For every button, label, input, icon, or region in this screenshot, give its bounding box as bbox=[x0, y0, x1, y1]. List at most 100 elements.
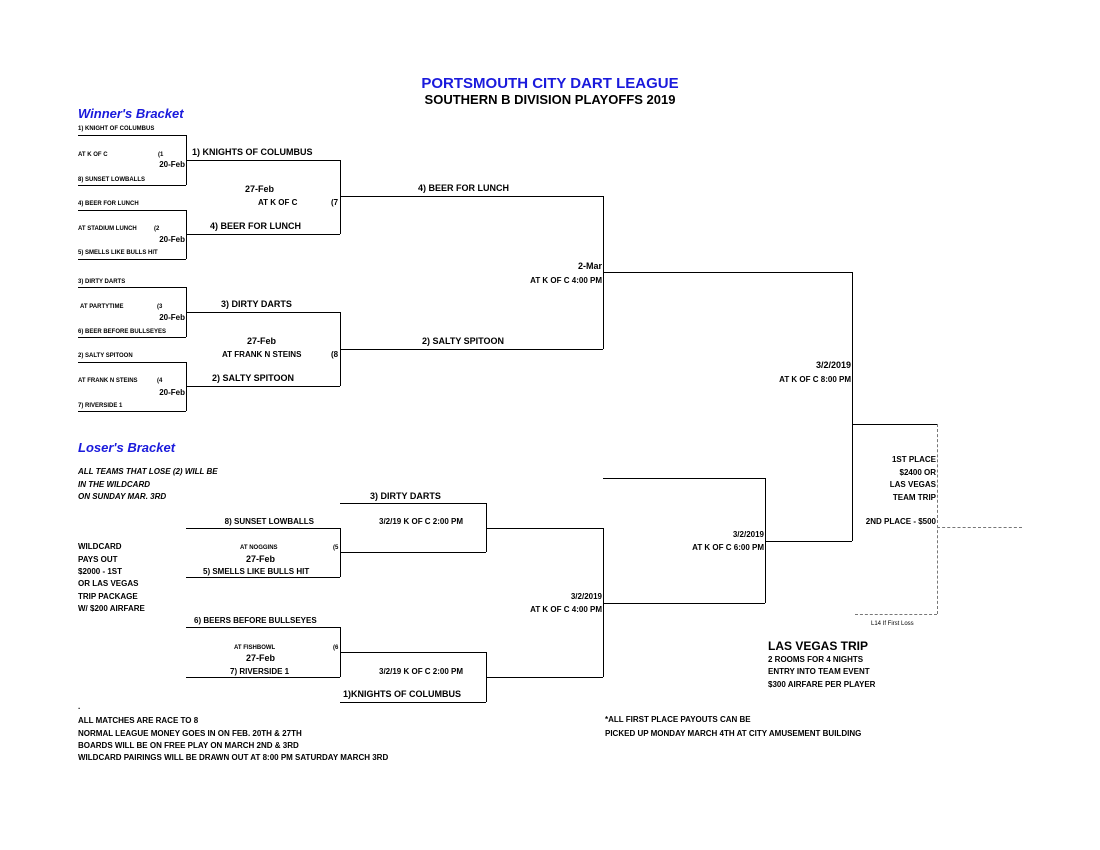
bracket-line bbox=[603, 478, 765, 479]
bracket-line bbox=[765, 541, 852, 542]
bracket-line bbox=[186, 528, 340, 529]
w-r2-m2-top: 3) DIRTY DARTS bbox=[221, 299, 292, 309]
footer-left-1: ALL MATCHES ARE RACE TO 8 bbox=[78, 716, 199, 725]
bracket-line bbox=[78, 362, 186, 363]
bracket-line bbox=[186, 627, 340, 628]
bracket-line bbox=[340, 552, 486, 553]
bracket-line bbox=[852, 424, 937, 425]
l-r1-m1-game: (5 bbox=[333, 545, 339, 551]
w-r1-m2-game: (2 bbox=[154, 226, 160, 232]
w-r1-m3-location: AT PARTYTIME bbox=[80, 304, 124, 310]
dashed-line bbox=[937, 527, 1022, 528]
first-place-line-3: LAS VEGAS bbox=[889, 480, 936, 489]
wildcard-line-2: PAYS OUT bbox=[78, 555, 118, 564]
bracket-line bbox=[78, 210, 186, 211]
footer-right-2: PICKED UP MONDAY MARCH 4TH AT CITY AMUSE… bbox=[605, 729, 862, 738]
l14-note: L14 If First Loss bbox=[871, 621, 914, 627]
bracket-line bbox=[186, 386, 340, 387]
bracket-line bbox=[340, 652, 486, 653]
w-r1-m3-top: 3) DIRTY DARTS bbox=[78, 279, 126, 285]
w-r2-m2-game: (8 bbox=[331, 350, 339, 359]
l-r2-m2-info: 3/2/19 K OF C 2:00 PM bbox=[379, 667, 464, 676]
footer-left-4: WILDCARD PAIRINGS WILL BE DRAWN OUT AT 8… bbox=[78, 753, 389, 762]
w-final-location: AT K OF C 8:00 PM bbox=[779, 375, 851, 384]
w-r1-m1-bottom: 8) SUNSET LOWBALLS bbox=[78, 177, 145, 183]
footer-dot: . bbox=[78, 702, 81, 711]
bracket-line bbox=[186, 234, 340, 235]
bracket-line bbox=[852, 272, 853, 541]
l-r1-m1-date: 27-Feb bbox=[246, 554, 276, 564]
wildcard-line-6: W/ $200 AIRFARE bbox=[78, 604, 145, 613]
bracket-line bbox=[603, 528, 604, 677]
wildcard-line-4: OR LAS VEGAS bbox=[78, 579, 139, 588]
w-r1-m4-date: 20-Feb bbox=[159, 388, 185, 397]
first-place-line-1: 1ST PLACE bbox=[891, 455, 936, 464]
bracket-line bbox=[486, 528, 603, 529]
bracket-line bbox=[340, 196, 603, 197]
l-r2-m1-info: 3/2/19 K OF C 2:00 PM bbox=[379, 517, 464, 526]
vegas-line-1: 2 ROOMS FOR 4 NIGHTS bbox=[768, 655, 864, 664]
losers-note-line-3: ON SUNDAY MAR. 3RD bbox=[78, 492, 167, 501]
wildcard-line-3: $2000 - 1ST bbox=[78, 567, 123, 576]
w-r3-bottom: 2) SALTY SPITOON bbox=[422, 336, 505, 346]
w-r1-m2-bottom: 5) SMELLS LIKE BULLS HIT bbox=[78, 250, 158, 256]
vegas-line-3: $300 AIRFARE PER PLAYER bbox=[768, 680, 876, 689]
losers-note-line-2: IN THE WILDCARD bbox=[78, 480, 150, 489]
wildcard-line-5: TRIP PACKAGE bbox=[78, 592, 138, 601]
w-r2-m1-date: 27-Feb bbox=[245, 184, 275, 194]
bracket-line bbox=[78, 135, 186, 136]
bracket-line bbox=[486, 677, 603, 678]
w-r2-m1-top: 1) KNIGHTS OF COLUMBUS bbox=[192, 147, 313, 157]
l-r1-m2-bottom: 7) RIVERSIDE 1 bbox=[230, 667, 290, 676]
bracket-line bbox=[340, 503, 486, 504]
w-r3-location: AT K OF C 4:00 PM bbox=[530, 276, 602, 285]
vegas-line-2: ENTRY INTO TEAM EVENT bbox=[768, 667, 870, 676]
w-r1-m1-top: 1) KNIGHT OF COLUMBUS bbox=[78, 126, 155, 132]
dashed-line bbox=[855, 614, 937, 615]
l-r1-m2-location: AT FISHBOWL bbox=[234, 645, 276, 651]
bracket-line bbox=[78, 411, 186, 412]
losers-note-line-1: ALL TEAMS THAT LOSE (2) WILL BE bbox=[78, 467, 218, 476]
w-r1-m4-game: (4 bbox=[157, 378, 163, 384]
footer-left-2: NORMAL LEAGUE MONEY GOES IN ON FEB. 20TH… bbox=[78, 729, 302, 738]
l-r1-m2-game: (6 bbox=[333, 645, 339, 651]
w-r3-date: 2-Mar bbox=[577, 261, 602, 271]
w-r1-m2-date: 20-Feb bbox=[159, 235, 185, 244]
first-place-line-2: $2400 OR bbox=[899, 468, 936, 477]
second-place-prize: 2ND PLACE - $500 bbox=[865, 517, 936, 526]
w-r1-m4-top: 2) SALTY SPITOON bbox=[78, 353, 133, 359]
vegas-title: LAS VEGAS TRIP bbox=[768, 639, 869, 653]
w-r3-top: 4) BEER FOR LUNCH bbox=[418, 183, 510, 193]
l-r3-date: 3/2/2019 bbox=[570, 592, 602, 601]
bracket-line bbox=[340, 349, 603, 350]
w-r1-m3-date: 20-Feb bbox=[159, 313, 185, 322]
page-title: PORTSMOUTH CITY DART LEAGUE bbox=[421, 75, 679, 92]
w-r1-m1-game: (1 bbox=[158, 152, 164, 158]
l-r1-m2-top: 6) BEERS BEFORE BULLSEYES bbox=[194, 616, 317, 625]
bracket-line bbox=[340, 160, 341, 234]
losers-bracket-heading: Loser's Bracket bbox=[78, 440, 176, 455]
w-r1-m3-bottom: 6) BEER BEFORE BULLSEYES bbox=[78, 329, 167, 335]
footer-right-1: *ALL FIRST PLACE PAYOUTS CAN BE bbox=[605, 715, 751, 724]
bracket-line bbox=[603, 272, 852, 273]
l-r1-m1-bottom: 5) SMELLS LIKE BULLS HIT bbox=[203, 567, 310, 576]
w-r1-m2-top: 4) BEER FOR LUNCH bbox=[78, 201, 139, 207]
l-r4-date: 3/2/2019 bbox=[732, 530, 764, 539]
bracket-line bbox=[186, 577, 340, 578]
l-r3-location: AT K OF C 4:00 PM bbox=[530, 605, 602, 614]
footer-left-3: BOARDS WILL BE ON FREE PLAY ON MARCH 2ND… bbox=[78, 741, 299, 750]
bracket-line bbox=[186, 312, 340, 313]
w-r2-m2-bottom: 2) SALTY SPITOON bbox=[212, 373, 295, 383]
l-r2-m1-top: 3) DIRTY DARTS bbox=[370, 491, 441, 501]
dashed-line bbox=[937, 424, 938, 614]
w-r1-m4-bottom: 7) RIVERSIDE 1 bbox=[78, 403, 123, 409]
w-r1-m2-location: AT STADIUM LUNCH bbox=[78, 226, 137, 232]
w-r2-m1-game: (7 bbox=[331, 198, 339, 207]
w-r1-m4-location: AT FRANK N STEINS bbox=[78, 378, 138, 384]
l-r1-m1-top: 8) SUNSET LOWBALLS bbox=[224, 517, 314, 526]
w-r2-m1-location: AT K OF C bbox=[258, 198, 298, 207]
l-r2-m2-bottom: 1)KNIGHTS OF COLUMBUS bbox=[343, 689, 461, 699]
w-r1-m3-game: (3 bbox=[157, 304, 163, 310]
page-subtitle: SOUTHERN B DIVISION PLAYOFFS 2019 bbox=[424, 92, 676, 107]
wildcard-line-1: WILDCARD bbox=[78, 542, 122, 551]
